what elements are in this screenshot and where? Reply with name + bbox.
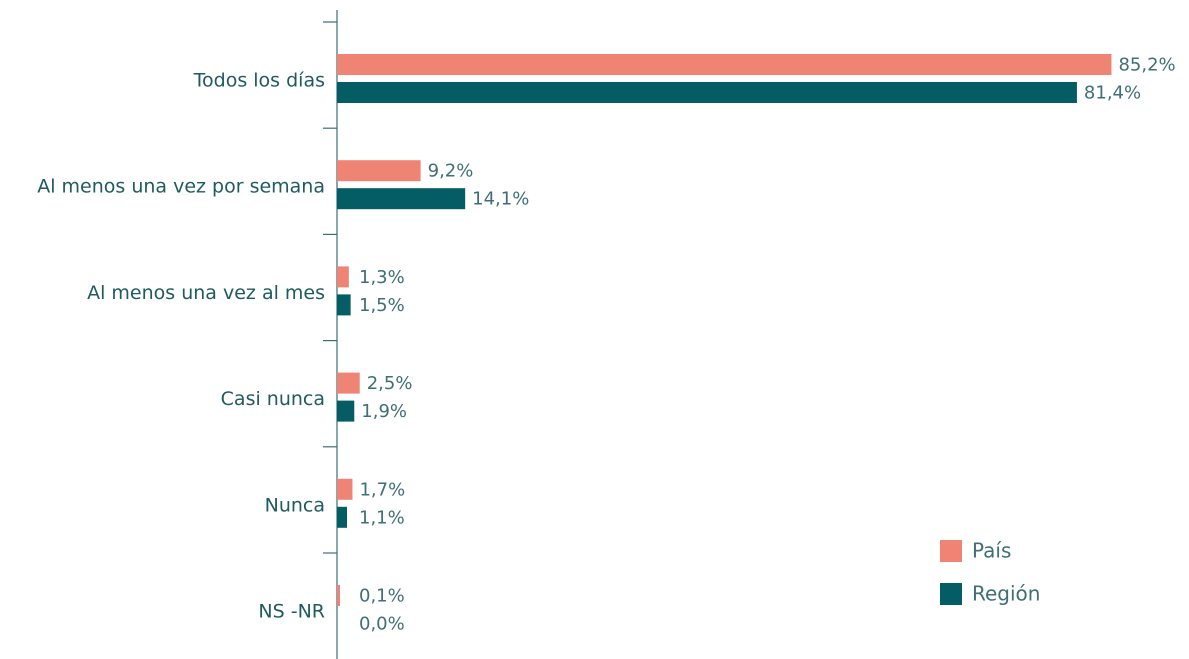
bar-pais [337, 160, 421, 182]
data-label: 1,1% [359, 507, 405, 528]
legend-label: Región [972, 582, 1040, 606]
bar-region [337, 82, 1077, 103]
category-label: Al menos una vez por semana [37, 176, 325, 198]
category-label: Nunca [265, 494, 325, 516]
data-label: 9,2% [428, 161, 474, 182]
category-label: NS -NR [258, 601, 325, 623]
legend-label: País [972, 539, 1011, 563]
legend-swatch [940, 540, 962, 562]
data-label: 0,0% [359, 614, 405, 635]
y-axis: Todos los días Al menos una vez por seman… [37, 10, 338, 659]
data-label: 0,1% [359, 586, 405, 607]
bar-region [337, 506, 347, 528]
bar-pais [337, 372, 360, 394]
bar-region [337, 294, 351, 316]
data-label: 14,1% [472, 189, 529, 210]
data-label: 1,9% [361, 401, 407, 422]
bars [337, 54, 1112, 606]
bar-pais [337, 54, 1112, 75]
legend-swatch [940, 583, 962, 605]
data-label: 2,5% [367, 373, 413, 394]
data-label: 1,7% [359, 479, 405, 500]
bar-pais [337, 266, 349, 288]
category-label: Todos los días [193, 70, 325, 92]
bar-region [337, 400, 355, 422]
data-label: 1,3% [359, 267, 405, 288]
bar-pais [337, 478, 353, 500]
category-label: Al menos una vez al mes [87, 282, 325, 304]
data-label: 1,5% [359, 295, 405, 316]
bar-pais [337, 585, 340, 606]
data-label: 81,4% [1084, 83, 1141, 104]
bar-region [337, 188, 466, 210]
category-label: Casi nunca [221, 388, 325, 410]
data-label: 85,2% [1118, 55, 1175, 76]
labels: 85,2% 9,2% 1,3% 2,5% 1,7% 0,1% 81,4% 14,1% 1,5% 1… [359, 55, 1176, 635]
